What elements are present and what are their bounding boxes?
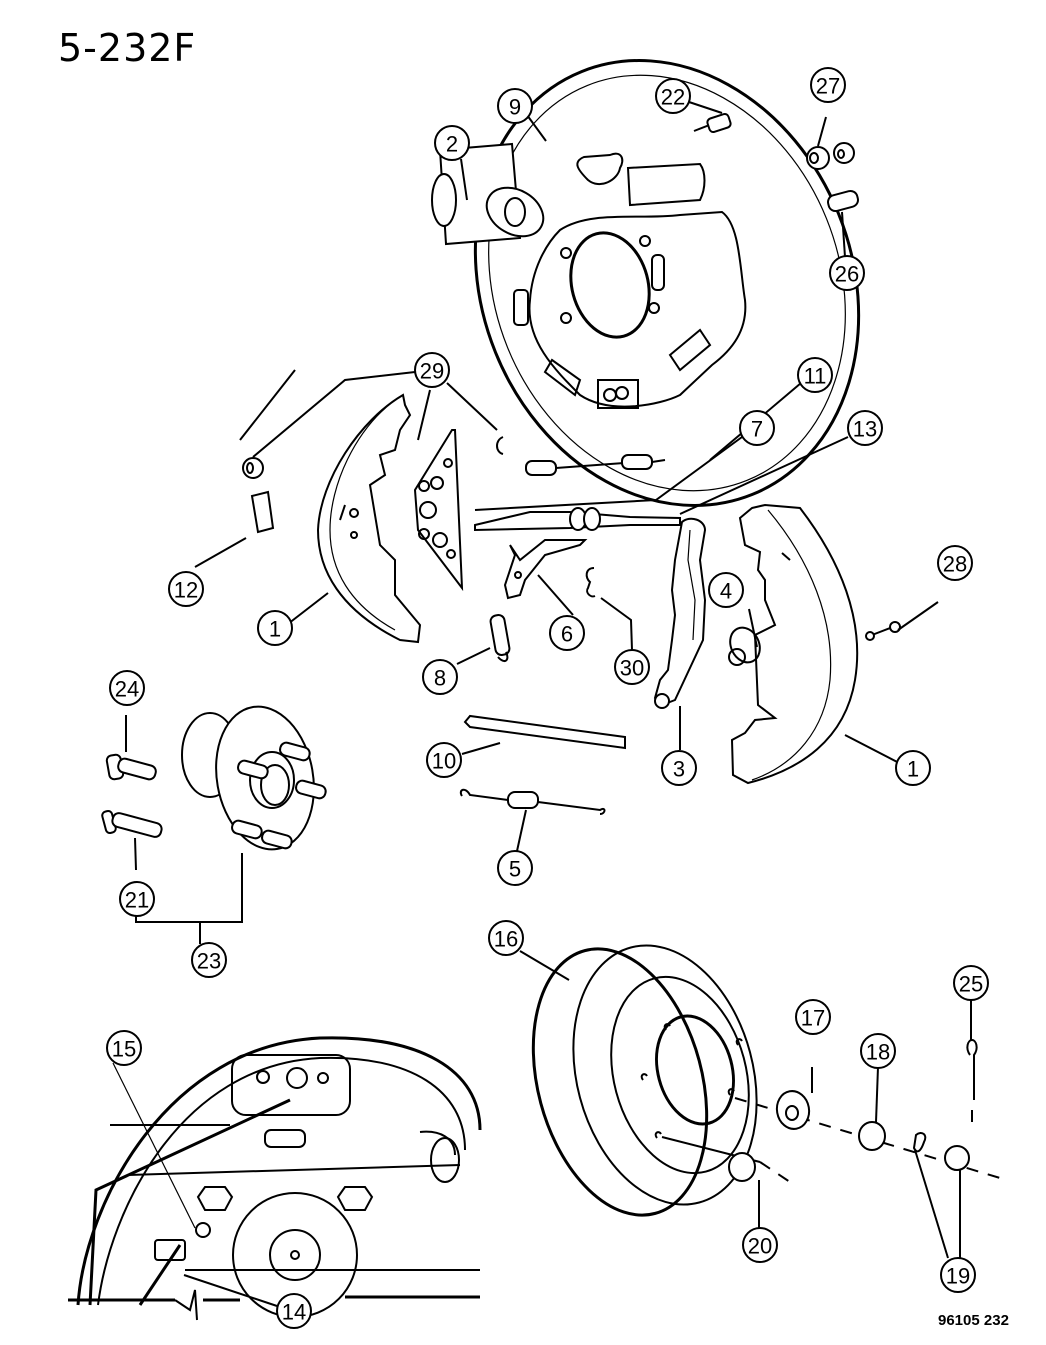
callout-8[interactable]: 8	[422, 659, 458, 695]
callout-4[interactable]: 4	[708, 572, 744, 608]
callout-12[interactable]: 12	[168, 571, 204, 607]
hub-and-bearing-drawing	[181, 705, 327, 851]
svg-text:21: 21	[125, 888, 149, 913]
svg-text:12: 12	[174, 578, 198, 603]
upper-return-spring-drawing	[525, 454, 666, 476]
callout-7[interactable]: 7	[739, 410, 775, 446]
callout-27[interactable]: 27	[810, 67, 846, 103]
hold-down-spring-drawing	[728, 626, 761, 666]
svg-text:20: 20	[748, 1234, 772, 1259]
svg-text:22: 22	[661, 85, 685, 110]
callout-21[interactable]: 21	[119, 881, 155, 917]
adjuster-screw-drawing	[474, 507, 681, 532]
adjuster-lever-drawing	[503, 539, 588, 600]
adjuster-spring-drawing	[489, 614, 511, 663]
svg-text:7: 7	[751, 417, 763, 442]
svg-text:18: 18	[866, 1040, 890, 1065]
grommets-drawing	[806, 142, 855, 170]
hold-down-pin-drawing	[865, 621, 901, 641]
callout-1-right[interactable]: 1	[895, 750, 931, 786]
callout-2[interactable]: 2	[434, 125, 470, 161]
wheel-stud-drawing	[101, 809, 163, 838]
callout-18[interactable]: 18	[860, 1033, 896, 1069]
svg-text:2: 2	[446, 132, 458, 157]
svg-text:24: 24	[115, 677, 139, 702]
brake-shoe-left-drawing	[239, 369, 422, 644]
shoe-lining-drawing	[413, 429, 464, 592]
callout-28[interactable]: 28	[937, 545, 973, 581]
callout-9[interactable]: 9	[497, 88, 533, 124]
callout-1-left[interactable]: 1	[257, 610, 293, 646]
svg-text:30: 30	[620, 656, 644, 681]
svg-text:14: 14	[282, 1300, 306, 1325]
callout-16[interactable]: 16	[488, 920, 524, 956]
svg-text:8: 8	[434, 666, 446, 691]
bleeder-screw-drawing	[693, 112, 732, 134]
svg-text:1: 1	[907, 757, 919, 782]
callout-10[interactable]: 10	[426, 742, 462, 778]
callout-30[interactable]: 30	[614, 649, 650, 685]
svg-text:27: 27	[816, 74, 840, 99]
lower-return-spring-drawing	[459, 788, 606, 815]
callout-23[interactable]: 23	[191, 942, 227, 978]
callout-25[interactable]: 25	[953, 965, 989, 1001]
spring-clip-drawing	[585, 567, 596, 598]
small-hardware-drawing	[242, 436, 504, 534]
svg-text:23: 23	[197, 949, 221, 974]
svg-text:15: 15	[112, 1037, 136, 1062]
svg-text:3: 3	[673, 757, 685, 782]
svg-text:17: 17	[801, 1006, 825, 1031]
svg-text:1: 1	[269, 617, 281, 642]
parking-brake-lever-drawing	[653, 517, 707, 709]
callout-3[interactable]: 3	[661, 750, 697, 786]
diagram-title: 5-232F	[58, 26, 197, 70]
callout-20[interactable]: 20	[742, 1227, 778, 1263]
callout-19[interactable]: 19	[940, 1257, 976, 1293]
wheel-cylinder-drawing	[431, 142, 545, 246]
svg-text:10: 10	[432, 749, 456, 774]
callout-17[interactable]: 17	[795, 999, 831, 1035]
callout-6[interactable]: 6	[549, 615, 585, 651]
callout-13[interactable]: 13	[847, 410, 883, 446]
callout-5[interactable]: 5	[497, 850, 533, 886]
callout-14[interactable]: 14	[276, 1293, 312, 1329]
stud-bolt-drawing	[105, 753, 157, 781]
figure-code: 96105 232	[938, 1312, 1009, 1329]
callout-29[interactable]: 29	[414, 352, 450, 388]
plug-drawing	[827, 189, 859, 213]
svg-text:9: 9	[509, 95, 521, 120]
drum-hardware-drawing	[661, 1038, 1001, 1183]
svg-text:29: 29	[420, 359, 444, 384]
callout-15[interactable]: 15	[106, 1030, 142, 1066]
svg-text:25: 25	[959, 972, 983, 997]
inset-detail-drawing	[68, 1036, 482, 1321]
svg-text:16: 16	[494, 927, 518, 952]
callout-11[interactable]: 11	[797, 357, 833, 393]
svg-text:6: 6	[561, 622, 573, 647]
parking-brake-strut-drawing	[463, 714, 626, 750]
brake-drum-drawing	[531, 944, 758, 1217]
svg-text:13: 13	[853, 417, 877, 442]
svg-text:4: 4	[720, 579, 732, 604]
svg-text:11: 11	[804, 364, 827, 389]
svg-text:5: 5	[509, 857, 521, 882]
svg-text:28: 28	[943, 552, 967, 577]
svg-text:26: 26	[835, 262, 859, 287]
backing-plate-drawing	[473, 59, 861, 507]
svg-text:19: 19	[946, 1264, 970, 1289]
callout-26[interactable]: 26	[829, 255, 865, 291]
callout-24[interactable]: 24	[109, 670, 145, 706]
callout-22[interactable]: 22	[655, 78, 691, 114]
